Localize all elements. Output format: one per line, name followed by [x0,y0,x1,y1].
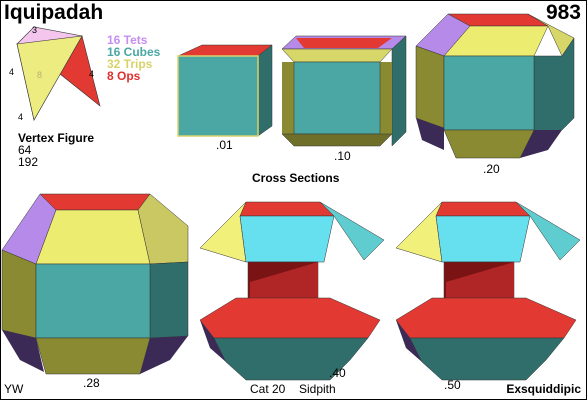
cross-section-01 [177,44,273,137]
count-trips: 32 Trips [107,57,153,71]
count-cubes: 16 Cubes [107,45,161,59]
vf-edge-top: 3 [32,25,38,35]
vertex-figure-title: Vertex Figure [18,131,95,145]
footer-category: Cat 20 [250,382,286,396]
section-label-40: .40 [329,366,346,380]
footer-author: YW [4,382,24,396]
section-label-28: .28 [83,376,100,390]
vf-edge-left-lower: 4 [18,112,24,122]
vertex-figure-number-1: 64 [18,143,32,157]
count-tets: 16 Tets [107,33,148,47]
vf-edge-right: 4 [89,69,95,79]
footer-name: Exsquiddipic [506,382,581,396]
polytope-number: 983 [545,1,581,24]
vf-edge-center: 8 [37,70,43,80]
cross-section-28 [1,193,189,375]
cross-section-50 [395,201,581,381]
cross-section-20 [415,13,575,159]
vertex-figure-number-2: 192 [18,155,39,169]
count-ops: 8 Ops [107,69,141,83]
vf-edge-left-upper: 4 [9,67,15,77]
section-label-01: .01 [216,138,233,152]
polytope-title: Iquipadah [4,1,104,24]
cross-section-10 [281,35,407,147]
cross-section-40 [199,201,385,381]
section-label-50: .50 [444,378,461,392]
section-label-10: .10 [334,149,351,163]
cross-sections-heading: Cross Sections [252,171,340,185]
footer-sidpith: Sidpith [299,382,336,396]
section-label-20: .20 [483,162,500,176]
vertex-figure-shape [16,26,101,121]
